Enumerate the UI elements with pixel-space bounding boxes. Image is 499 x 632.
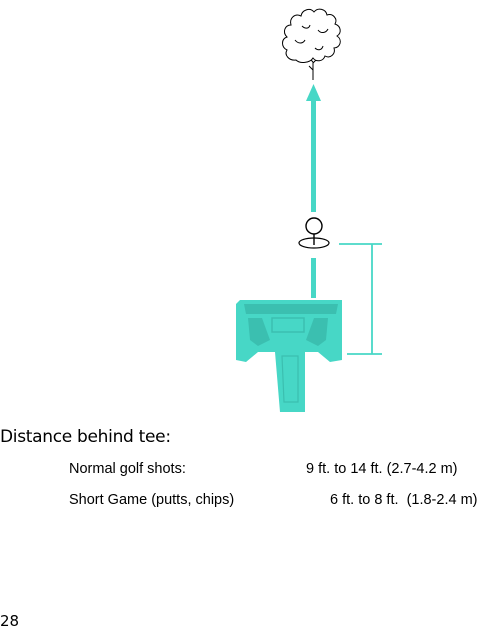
tee-position-diagram — [236, 8, 382, 412]
distance-row-value: 6 ft. to 8 ft. (1.8-2.4 m) — [330, 492, 478, 508]
distance-row-value: 9 ft. to 14 ft. (2.7-4.2 m) — [306, 461, 458, 477]
golf-ball-icon — [305, 217, 323, 245]
tree-icon — [282, 8, 341, 80]
section-heading: Distance behind tee: — [0, 427, 171, 447]
arrow-tail — [311, 258, 316, 298]
distance-row-short-game: Short Game (putts, chips) 6 ft. to 8 ft.… — [0, 492, 499, 512]
arrow-up-icon — [306, 84, 321, 212]
page-number: 28 — [0, 612, 20, 630]
distance-row-label: Normal golf shots: — [69, 461, 186, 477]
distance-row-label: Short Game (putts, chips) — [69, 492, 235, 508]
distance-row-normal: Normal golf shots: 9 ft. to 14 ft. (2.7-… — [0, 461, 499, 481]
distance-bracket-icon — [339, 243, 382, 355]
tee-marker-icon — [298, 237, 330, 249]
golf-cart-icon — [236, 300, 342, 412]
